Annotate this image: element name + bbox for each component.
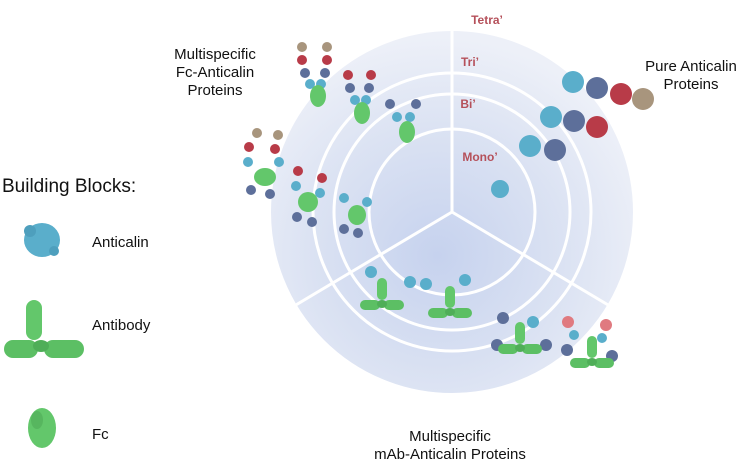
pure-anticalin-bi (519, 135, 566, 161)
fc-anticalin-tri-top (343, 70, 376, 124)
legend-title: Building Blocks: (2, 176, 137, 197)
ring-label-mono: Mono’ (462, 150, 497, 164)
legend-label-anticalin: Anticalin (92, 234, 149, 251)
ring-label-bi: Bi’ (460, 97, 475, 111)
ring-label-tetra: Tetra’ (471, 13, 503, 27)
pure-anticalin-tri (540, 106, 608, 138)
fc-anticalin-bi-top (385, 99, 421, 143)
legend-label-fc: Fc (92, 426, 109, 443)
fc-anticalin-tri-left (291, 166, 327, 227)
mab-anticalin-3 (491, 312, 552, 354)
sector-divider-left (273, 210, 453, 320)
sector-divider-right (451, 210, 631, 320)
region-label-pure-anticalin: Pure Anticalin Proteins (645, 58, 737, 93)
pure-anticalin-tetra (562, 71, 654, 110)
region-label-fc-anticalin: Multispecific Fc-Anticalin Proteins (174, 46, 256, 99)
fc-anticalin-bi-left (339, 193, 372, 238)
fc-icon (28, 408, 56, 448)
mab-anticalin-2 (420, 274, 472, 318)
pure-anticalin-mono (491, 180, 509, 198)
anticalin-icon (24, 223, 60, 257)
mab-anticalin-1 (360, 266, 416, 310)
fc-anticalin-tetra-left (243, 128, 284, 199)
region-label-mab-anticalin: Multispecific mAb-Anticalin Proteins (374, 428, 526, 463)
legend-label-antibody: Antibody (92, 317, 151, 334)
mab-anticalin-4 (561, 316, 618, 368)
antibody-icon (4, 300, 84, 358)
fc-anticalin-tetra-top (297, 42, 332, 107)
ring-label-tri: Tri’ (461, 55, 479, 69)
